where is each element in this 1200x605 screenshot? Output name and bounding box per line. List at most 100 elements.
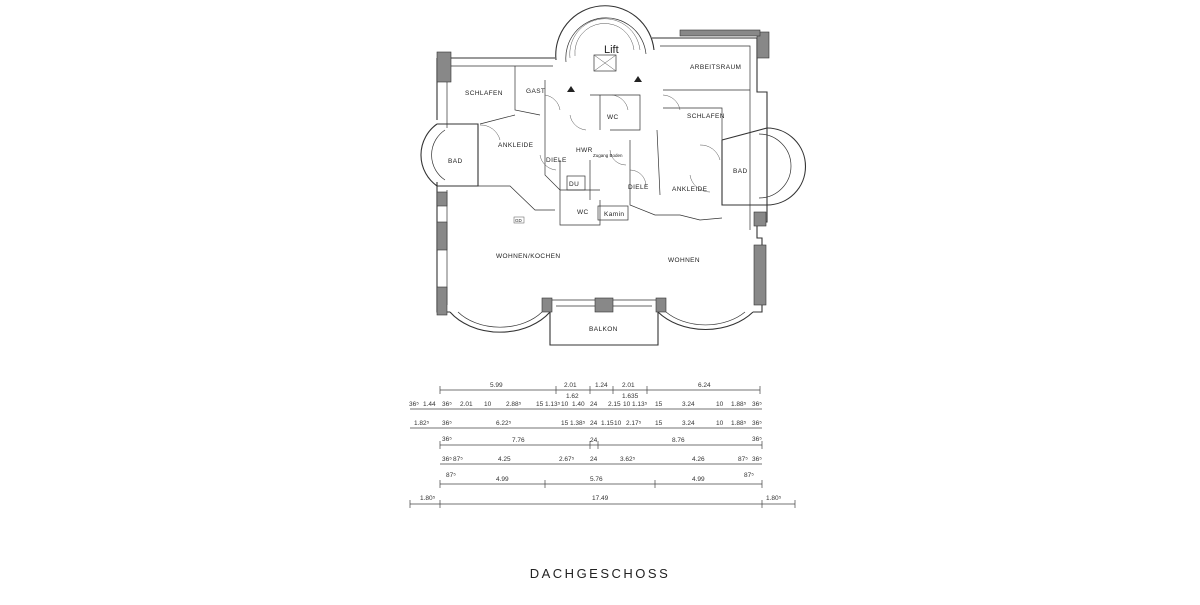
hatch-w2 (436, 286, 448, 316)
dimension-texts: 5.99 2.01 1.24 2.01 6.24 1.62 1.635 36⁵ … (409, 382, 782, 502)
dim-r2-13: 1.13⁵ (632, 401, 648, 408)
outer-wall (436, 37, 768, 313)
label-kamin: Kamin (604, 211, 624, 218)
dim-r5-1: 87⁵ (453, 456, 463, 463)
label-diele-right: DIELE (628, 184, 649, 191)
hatch-top (679, 29, 761, 37)
dim-r5-4: 24 (590, 456, 598, 463)
dim-r2-1: 1.44 (423, 401, 436, 408)
bottom-right-bay-inner (665, 311, 746, 326)
hatch-e0 (753, 211, 767, 227)
dim-r6-1: 4.99 (496, 476, 509, 483)
dim-r5-5: 3.62⁵ (620, 456, 636, 463)
dim-r3-11: 10 (716, 420, 724, 427)
dim-r3-1: 36⁵ (442, 420, 452, 427)
dimension-lines (410, 389, 795, 505)
dim-r2-3: 2.01 (460, 401, 473, 408)
label-wc-left: WC (577, 209, 589, 216)
dim-r4-0: 36⁵ (442, 436, 452, 443)
dim-r1-sub-0: 1.62 (566, 393, 579, 400)
dim-r3-13: 36⁵ (752, 420, 762, 427)
label-wc-upper: WC (607, 114, 619, 121)
dim-r3-4: 1.38⁵ (570, 420, 586, 427)
dim-r1-4: 6.24 (698, 382, 711, 389)
label-diele-left: DIELE (546, 157, 567, 164)
hatch-e (753, 244, 767, 306)
hatch-w1 (436, 221, 448, 251)
dim-r4-2: 24 (590, 437, 598, 444)
dim-r6-0: 87⁵ (446, 472, 456, 479)
label-arbeitsraum: ARBEITSRAUM (690, 64, 741, 71)
dim-r7-0: 1.80⁵ (420, 495, 436, 502)
dim-r2-17: 1.88⁵ (731, 401, 747, 408)
bottom-left-bay-inner (457, 311, 543, 328)
inner-wall-line (446, 45, 751, 305)
dim-r7-1: 17.49 (592, 495, 609, 502)
lift-cross (593, 54, 617, 72)
dim-r2-2: 36⁵ (442, 401, 452, 408)
lift-tower-inner (565, 17, 647, 63)
arbeitsraum-walls (663, 89, 750, 140)
dim-r2-6: 15 (536, 401, 544, 408)
hatched-blocks (436, 29, 770, 316)
dim-r2-7: 1.13⁵ (545, 401, 561, 408)
dim-r2-16: 10 (716, 401, 724, 408)
dim-r7-2: 1.80⁵ (766, 495, 782, 502)
label-zugang-boden: Zugang Boden (593, 153, 623, 158)
label-schlafen-right: SCHLAFEN (687, 113, 725, 120)
label-hwr: HWR (576, 147, 593, 154)
du-box (566, 175, 586, 191)
dimension-ticks (409, 386, 796, 508)
left-partitions (478, 66, 555, 211)
dim-r3-3: 15 (561, 420, 569, 427)
label-wohnen: WOHNEN (668, 257, 700, 264)
hatch-balk-c (594, 297, 614, 313)
dim-r1-sub-1: 1.635 (622, 393, 639, 400)
dim-r4-1: 7.76 (512, 437, 525, 444)
dim-r5-8: 36⁵ (752, 456, 762, 463)
label-bad-left: BAD (448, 158, 463, 165)
kamin-box (597, 205, 629, 221)
dim-r2-8: 10 (561, 401, 569, 408)
dim-r2-12: 10 (623, 401, 631, 408)
label-gast: GAST (526, 88, 545, 95)
hatch-balk-l (541, 297, 553, 313)
hatch-balk-r (655, 297, 667, 313)
right-bay-outer (766, 127, 807, 206)
dim-r3-8: 2.17⁵ (626, 420, 642, 427)
dim-r5-7: 87⁵ (738, 456, 748, 463)
label-wohnen-kochen: WOHNEN/KOCHEN (496, 253, 560, 260)
dim-r5-3: 2.67⁵ (559, 456, 575, 463)
dim-r6-4: 87⁵ (744, 472, 754, 479)
dim-r4-4: 36⁵ (752, 436, 762, 443)
dim-r5-6: 4.26 (692, 456, 705, 463)
dim-r3-10: 3.24 (682, 420, 695, 427)
bottom-left-bay (449, 311, 551, 333)
left-bay-inner (431, 129, 446, 181)
lift-shaft (593, 54, 617, 72)
stair-arrow-right (634, 76, 642, 82)
dim-r3-9: 15 (655, 420, 663, 427)
hatch-w0 (436, 191, 448, 207)
dim-r5-0: 36⁵ (442, 456, 452, 463)
dim-r3-7: 10 (614, 420, 622, 427)
dim-r6-2: 5.76 (590, 476, 603, 483)
dim-r5-2: 4.25 (498, 456, 511, 463)
dim-r1-2: 1.24 (595, 382, 608, 389)
center-partitions (544, 80, 601, 226)
label-gd: GD (515, 218, 523, 223)
label-ankleide-right: ANKLEIDE (672, 186, 708, 193)
dim-r2-14: 15 (655, 401, 663, 408)
label-schlafen-left: SCHLAFEN (465, 90, 503, 97)
door-swings (479, 94, 721, 193)
dim-r1-0: 5.99 (490, 382, 503, 389)
dim-r2-18: 36⁵ (752, 401, 762, 408)
dim-r2-10: 24 (590, 401, 598, 408)
room-labels: Lift GAST SCHLAFEN ANKLEIDE BAD DIELE HW… (448, 44, 748, 333)
bottom-right-bay (657, 311, 754, 330)
dim-r2-4: 10 (484, 401, 492, 408)
right-bay-inner (758, 133, 792, 199)
label-bad-right: BAD (733, 168, 748, 175)
